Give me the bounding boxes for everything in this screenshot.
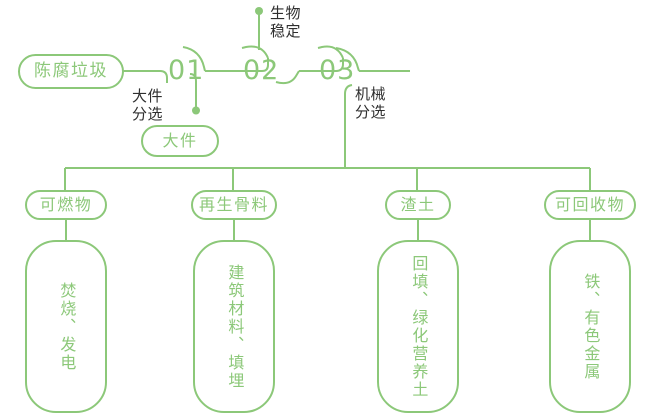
destination-1: 焚烧、发电 (57, 281, 77, 372)
arc-01-top (182, 46, 206, 72)
output-category-4: 可回收物 (554, 195, 625, 214)
dot-01-branch (192, 106, 200, 115)
stage-number-01: 01 (168, 55, 205, 86)
destination-4: 铁、有色金属 (581, 272, 601, 381)
output-category-3: 渣土 (400, 195, 436, 214)
destination-text-wrap-3: 回填、绿化营养土 (378, 241, 458, 412)
destination-box-2 (193, 240, 275, 413)
branch-03-down (344, 84, 353, 168)
destination-text-wrap-1: 焚烧、发电 (26, 241, 106, 412)
output-category-1: 可燃物 (39, 195, 93, 214)
destination-box-4 (549, 240, 631, 413)
destination-3: 回填、绿化营养土 (409, 254, 429, 399)
link-source-to-01 (123, 70, 168, 83)
stage-number-02: 02 (243, 55, 280, 86)
stage-number-03: 03 (319, 55, 356, 86)
stage-02-process-label: 生物 稳定 (270, 4, 302, 40)
arc-03-left (317, 45, 344, 59)
rail-01-to-02 (205, 58, 269, 72)
destination-box-3 (377, 240, 459, 413)
destination-box-1 (25, 240, 107, 413)
stage-01-process-label: 大件 分选 (132, 87, 164, 123)
rail-02-to-03 (299, 58, 344, 72)
side-output-label: 大件 (162, 131, 198, 150)
arc-03-top (335, 47, 360, 72)
dot-02-note (255, 7, 263, 15)
branch-01-down (189, 73, 197, 110)
output-category-2: 再生骨料 (198, 195, 269, 214)
arc-02-bottom (275, 70, 300, 85)
side-output-capsule (141, 125, 219, 157)
destination-2: 建筑材料、填埋 (225, 263, 245, 390)
source-label: 陈腐垃圾 (34, 61, 108, 81)
destination-text-wrap-2: 建筑材料、填埋 (194, 241, 274, 412)
stage-03-process-label: 机械 分选 (355, 85, 387, 121)
destination-text-wrap-4: 铁、有色金属 (550, 241, 630, 412)
